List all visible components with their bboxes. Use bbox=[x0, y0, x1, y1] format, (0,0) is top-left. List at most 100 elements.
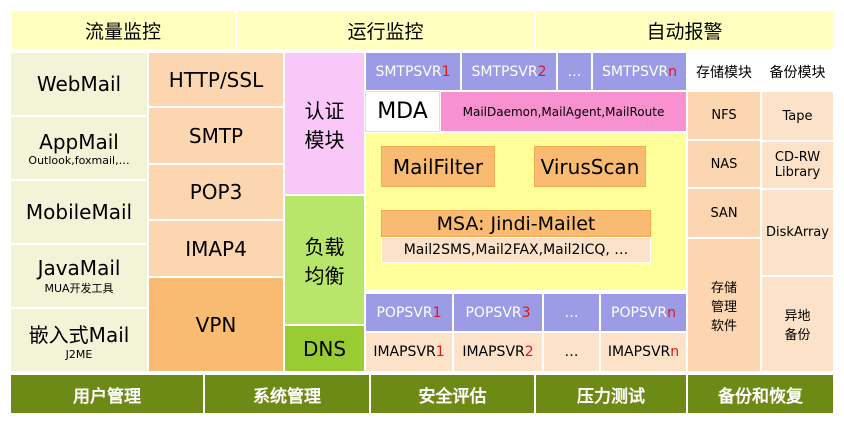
client-label: JavaMail bbox=[37, 256, 121, 280]
backup-offsite-line1: 异地 bbox=[784, 309, 811, 324]
storage-sw-line1: 存储 bbox=[710, 280, 737, 296]
imapsvr-index: n bbox=[670, 344, 680, 360]
msa-jindi-mailet: MSA: Jindi-Mailet bbox=[381, 210, 651, 237]
storage-nfs: NFS bbox=[687, 91, 761, 140]
smtpsvr-index: 2 bbox=[537, 63, 547, 80]
protocol-pop3: POP3 bbox=[148, 164, 284, 220]
protocol-label: VPN bbox=[195, 312, 237, 337]
header-runtime-monitor: 运行监控 bbox=[236, 10, 535, 50]
virusscan: VirusScan bbox=[534, 146, 646, 187]
popsvr-index: 1 bbox=[432, 304, 442, 321]
smtpsvr-index: 1 bbox=[441, 63, 451, 80]
imapsvr-prefix: IMAPSVR bbox=[373, 344, 436, 360]
smtpsvr-prefix: SMTPSVR bbox=[471, 63, 538, 80]
mailfilter: MailFilter bbox=[381, 146, 495, 187]
backup-title-label: 备份模块 bbox=[769, 64, 826, 81]
client-label: MobileMail bbox=[25, 200, 133, 224]
ellipsis-label: … bbox=[564, 304, 579, 321]
client-sub-label: MUA开发工具 bbox=[44, 282, 114, 295]
backup-diskarray: DiskArray bbox=[761, 189, 834, 276]
footer-label: 压力测试 bbox=[577, 386, 645, 407]
backup-label: DiskArray bbox=[766, 225, 829, 240]
client-webmail: WebMail bbox=[10, 52, 148, 116]
footer-label: 用户管理 bbox=[73, 386, 141, 407]
storage-san: SAN bbox=[687, 188, 761, 238]
imapsvr-index: 2 bbox=[524, 344, 534, 360]
protocol-label: IMAP4 bbox=[185, 236, 247, 261]
storage-sw-line2: 管理 bbox=[710, 299, 737, 315]
dns: DNS bbox=[284, 325, 365, 372]
auth-module: 认证模块 bbox=[284, 52, 365, 195]
smtpsvr-ellipsis: … bbox=[557, 52, 592, 91]
smtpsvr-prefix: SMTPSVR bbox=[375, 63, 442, 80]
msa-detail-label: Mail2SMS,Mail2FAX,Mail2ICQ, … bbox=[403, 242, 629, 258]
mda-label: MDA bbox=[377, 99, 428, 124]
storage-module-title: 存储模块 bbox=[687, 52, 761, 91]
storage-label: NFS bbox=[711, 108, 737, 123]
protocol-imap4: IMAP4 bbox=[148, 220, 284, 277]
header-traffic-monitor: 流量监控 bbox=[10, 10, 236, 50]
mda-detail-label: MailDaemon,MailAgent,MailRoute bbox=[462, 104, 665, 119]
storage-sw-line3: 软件 bbox=[710, 318, 737, 334]
header-label: 运行监控 bbox=[347, 20, 424, 43]
backup-offsite-line2: 备份 bbox=[784, 328, 811, 343]
client-label: WebMail bbox=[36, 72, 122, 96]
auth-label-line2: 模块 bbox=[304, 127, 345, 152]
storage-management-software: 存储管理软件 bbox=[687, 238, 761, 372]
imapsvr-prefix: IMAPSVR bbox=[462, 344, 525, 360]
load-balancer: 负载均衡 bbox=[284, 195, 365, 325]
backup-module-title: 备份模块 bbox=[761, 52, 834, 91]
footer-stress-test: 压力测试 bbox=[535, 374, 687, 414]
mda-detail: MailDaemon,MailAgent,MailRoute bbox=[440, 91, 687, 132]
msa-title-label: MSA: Jindi-Mailet bbox=[436, 212, 596, 235]
backup-cdrw-line1: CD-RW bbox=[774, 150, 821, 165]
footer-label: 备份和恢复 bbox=[718, 386, 803, 407]
protocol-label: HTTP/SSL bbox=[168, 67, 264, 92]
imapsvr-ellipsis: … bbox=[543, 332, 600, 372]
footer-label: 安全评估 bbox=[418, 386, 487, 407]
storage-label: NAS bbox=[710, 156, 738, 172]
popsvr-prefix: POPSVR bbox=[465, 304, 522, 321]
auth-label-line1: 认证 bbox=[304, 98, 345, 123]
smtpsvr-prefix: SMTPSVR bbox=[601, 63, 669, 80]
protocol-label: SMTP bbox=[188, 123, 244, 148]
imapsvr-prefix: IMAPSVR bbox=[607, 344, 671, 360]
backup-label: Tape bbox=[782, 108, 813, 124]
header-label: 自动报警 bbox=[646, 20, 723, 43]
protocol-vpn: VPN bbox=[148, 277, 284, 372]
header-auto-alarm: 自动报警 bbox=[535, 10, 834, 50]
client-label: 嵌入式Mail bbox=[28, 323, 130, 347]
footer-security-assessment: 安全评估 bbox=[370, 374, 535, 414]
footer-backup-restore: 备份和恢复 bbox=[687, 374, 834, 414]
ellipsis-label: … bbox=[567, 63, 582, 80]
mailfilter-label: MailFilter bbox=[392, 154, 484, 179]
mda: MDA bbox=[365, 91, 440, 132]
storage-title-label: 存储模块 bbox=[696, 64, 752, 81]
client-sub-label: J2ME bbox=[65, 348, 93, 361]
lb-label-line2: 均衡 bbox=[304, 264, 345, 288]
imapsvr-index: 1 bbox=[435, 344, 445, 360]
backup-cdrw-line2: Library bbox=[774, 165, 821, 180]
lb-label-line1: 负载 bbox=[304, 235, 345, 259]
popsvr-index: 3 bbox=[521, 304, 531, 321]
footer-system-management: 系统管理 bbox=[204, 374, 370, 414]
smtpsvr-index: n bbox=[668, 63, 678, 80]
storage-nas: NAS bbox=[687, 140, 761, 188]
popsvr-index: n bbox=[667, 304, 676, 321]
protocol-smtp: SMTP bbox=[148, 107, 284, 164]
client-label: AppMail bbox=[39, 129, 119, 154]
popsvr-prefix: POPSVR bbox=[376, 304, 433, 321]
popsvr-ellipsis: … bbox=[543, 293, 600, 332]
protocol-label: POP3 bbox=[189, 180, 243, 204]
